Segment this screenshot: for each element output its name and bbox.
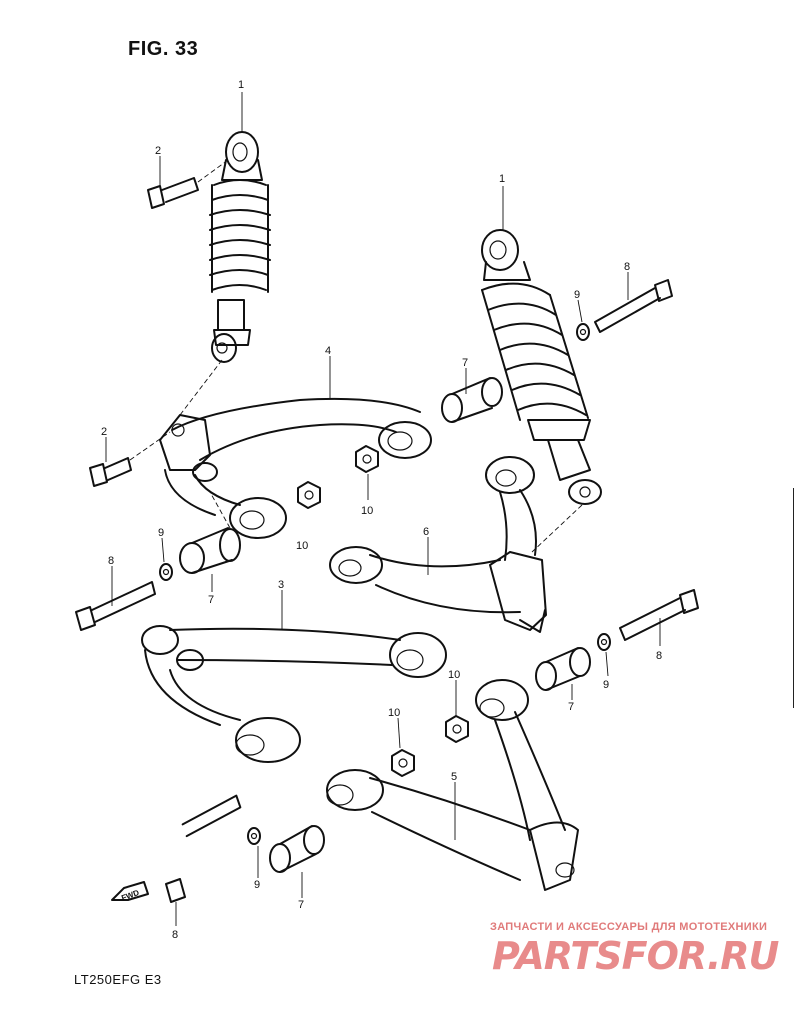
washer-9-left[interactable] bbox=[159, 563, 173, 581]
forward-direction-arrow: FWD bbox=[111, 881, 149, 903]
bolt-8-right-lower[interactable] bbox=[619, 589, 699, 641]
watermark-tagline: ЗАПЧАСТИ И АКСЕССУАРЫ ДЛЯ МОТОТЕХНИКИ bbox=[490, 921, 768, 933]
shock-absorber-right[interactable] bbox=[481, 229, 602, 505]
callout-arm-6: 6 bbox=[423, 526, 429, 538]
callout-bolt-8-a: 8 bbox=[624, 261, 630, 273]
callout-bolt-2-upper: 2 bbox=[155, 145, 161, 157]
callout-bolt-8-d: 8 bbox=[172, 929, 178, 941]
callout-numbers: 1 2 1 8 9 4 7 2 10 6 9 10 8 7 3 8 10 7 9… bbox=[101, 79, 662, 941]
suspension-arm-6[interactable] bbox=[329, 456, 547, 633]
callout-arm-5: 5 bbox=[451, 771, 457, 783]
bushing-7-left[interactable] bbox=[179, 527, 241, 574]
bolt-8-bottom[interactable] bbox=[165, 794, 242, 903]
callout-bushing-7-a: 7 bbox=[462, 357, 468, 369]
watermark-logo: PARTSFOR.RU bbox=[492, 934, 779, 978]
callout-bushing-7-b: 7 bbox=[208, 594, 214, 606]
bolt-2-lower[interactable] bbox=[89, 457, 132, 487]
bushing-7-bottom[interactable] bbox=[269, 825, 325, 873]
alignment-lines bbox=[129, 159, 583, 553]
callout-nut-10-d: 10 bbox=[388, 707, 400, 719]
callout-washer-9-c: 9 bbox=[603, 679, 609, 691]
figure-title: FIG. 33 bbox=[128, 38, 199, 60]
callout-arm-3: 3 bbox=[278, 579, 284, 591]
nut-10-d[interactable] bbox=[391, 749, 415, 777]
washer-9-right-upper[interactable] bbox=[576, 323, 590, 341]
suspension-arm-4[interactable] bbox=[159, 397, 432, 539]
callout-nut-10-c: 10 bbox=[448, 669, 460, 681]
callout-washer-9-a: 9 bbox=[574, 289, 580, 301]
bushing-7-upper[interactable] bbox=[441, 377, 503, 423]
bolt-2-upper[interactable] bbox=[147, 177, 199, 209]
callout-washer-9-b: 9 bbox=[158, 527, 164, 539]
callout-bushing-7-d: 7 bbox=[298, 899, 304, 911]
callout-bolt-8-c: 8 bbox=[656, 650, 662, 662]
callout-shock-left: 1 bbox=[238, 79, 244, 91]
bolt-8-left-middle[interactable] bbox=[75, 581, 156, 631]
suspension-arm-5[interactable] bbox=[326, 679, 579, 891]
bushing-7-right[interactable] bbox=[535, 647, 591, 691]
leader-lines bbox=[105, 92, 661, 926]
callout-bolt-2-lower: 2 bbox=[101, 426, 107, 438]
washer-9-bottom[interactable] bbox=[247, 827, 261, 845]
shock-absorber-left[interactable] bbox=[209, 131, 271, 363]
callout-washer-9-d: 9 bbox=[254, 879, 260, 891]
page-edge-mark bbox=[793, 488, 800, 708]
washer-9-right-lower[interactable] bbox=[597, 633, 611, 651]
callout-arm-4: 4 bbox=[325, 345, 331, 357]
nut-10-b[interactable] bbox=[297, 481, 321, 509]
model-code: LT250EFG E3 bbox=[74, 972, 162, 987]
nut-10-a[interactable] bbox=[355, 445, 379, 473]
nut-10-c[interactable] bbox=[445, 715, 469, 743]
callout-nut-10-b: 10 bbox=[296, 540, 308, 552]
fwd-label: FWD bbox=[120, 888, 140, 903]
callout-bushing-7-c: 7 bbox=[568, 701, 574, 713]
bolt-8-right-upper[interactable] bbox=[594, 279, 673, 333]
callout-shock-right: 1 bbox=[499, 173, 505, 185]
callout-nut-10-a: 10 bbox=[361, 505, 373, 517]
callout-bolt-8-b: 8 bbox=[108, 555, 114, 567]
suspension-arm-3[interactable] bbox=[141, 625, 447, 763]
